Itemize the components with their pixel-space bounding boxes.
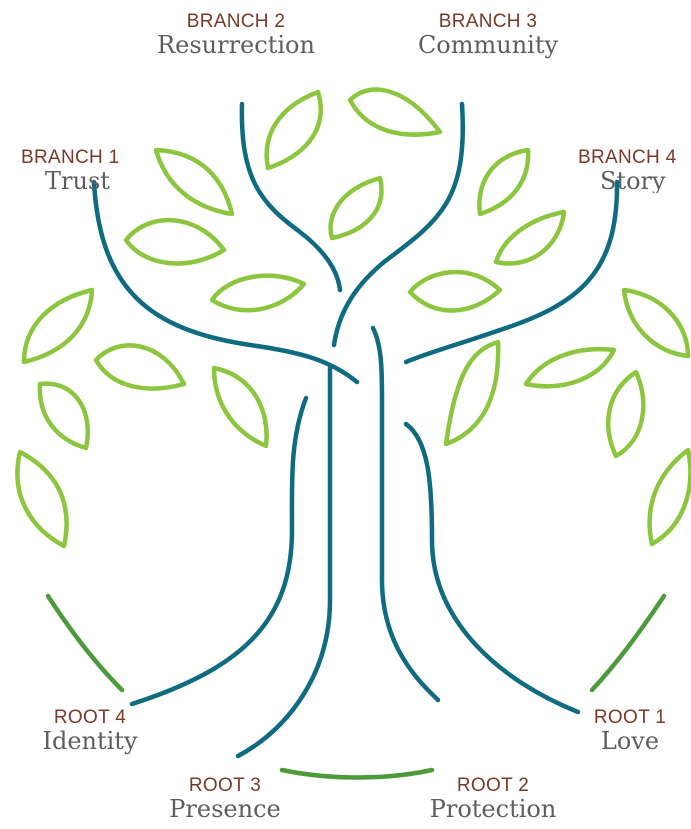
branch-4-label: BRANCH 4 Story bbox=[578, 148, 691, 193]
root-4-caption: ROOT 4 bbox=[53, 707, 127, 728]
leaf bbox=[647, 447, 691, 547]
trunk-line bbox=[370, 325, 441, 703]
leaf bbox=[209, 273, 307, 313]
root-1-label: ROOT 1 Love bbox=[580, 708, 680, 753]
branch-line bbox=[403, 179, 620, 365]
branch-1-word: Trust bbox=[45, 167, 110, 195]
root-line bbox=[129, 395, 309, 707]
leaf bbox=[93, 343, 187, 391]
branch-line bbox=[91, 179, 360, 385]
leaf bbox=[123, 218, 227, 266]
leaf bbox=[21, 287, 95, 365]
branch-1-label: BRANCH 1 Trust bbox=[20, 148, 170, 193]
branch-line bbox=[239, 101, 343, 293]
leaf bbox=[443, 339, 501, 447]
root-4-label: ROOT 4 Identity bbox=[30, 708, 150, 753]
ground-group bbox=[45, 593, 667, 780]
leaf bbox=[477, 147, 531, 217]
ground-line bbox=[589, 593, 667, 693]
branch-3-word: Community bbox=[417, 31, 559, 59]
branch-3-caption: BRANCH 3 bbox=[438, 11, 538, 32]
root-4-word: Identity bbox=[42, 727, 138, 755]
leaf bbox=[328, 175, 384, 241]
leaf bbox=[264, 89, 323, 171]
branch-line bbox=[331, 101, 465, 348]
leaf-group bbox=[15, 87, 691, 549]
leaf bbox=[493, 209, 567, 266]
leaf bbox=[347, 87, 443, 137]
branch-2-caption: BRANCH 2 bbox=[186, 11, 286, 32]
trunk-group bbox=[91, 101, 620, 759]
branch-2-word: Resurrection bbox=[157, 31, 315, 59]
root-2-word: Protection bbox=[429, 795, 557, 823]
root-1-word: Love bbox=[600, 727, 660, 755]
root-3-label: ROOT 3 Presence bbox=[160, 776, 290, 821]
root-3-caption: ROOT 3 bbox=[188, 775, 262, 796]
leaf bbox=[153, 147, 235, 217]
leaf bbox=[407, 269, 503, 313]
root-1-caption: ROOT 1 bbox=[593, 707, 667, 728]
root-line bbox=[403, 421, 581, 715]
root-2-caption: ROOT 2 bbox=[456, 775, 530, 796]
trunk-line bbox=[235, 365, 333, 759]
branch-2-label: BRANCH 2 Resurrection bbox=[151, 12, 321, 57]
leaf bbox=[606, 369, 646, 459]
branch-3-label: BRANCH 3 Community bbox=[406, 12, 570, 57]
leaf bbox=[15, 449, 69, 549]
leaf bbox=[37, 381, 90, 451]
ground-line bbox=[279, 767, 435, 780]
root-2-label: ROOT 2 Protection bbox=[418, 776, 568, 821]
root-3-word: Presence bbox=[169, 795, 281, 823]
branch-4-caption: BRANCH 4 bbox=[578, 148, 677, 168]
branch-4-word: Story bbox=[600, 167, 666, 193]
branch-1-caption: BRANCH 1 bbox=[21, 147, 120, 168]
leaf bbox=[621, 287, 691, 359]
leaf bbox=[211, 365, 269, 449]
leaf bbox=[523, 346, 617, 389]
ground-line bbox=[45, 593, 125, 693]
